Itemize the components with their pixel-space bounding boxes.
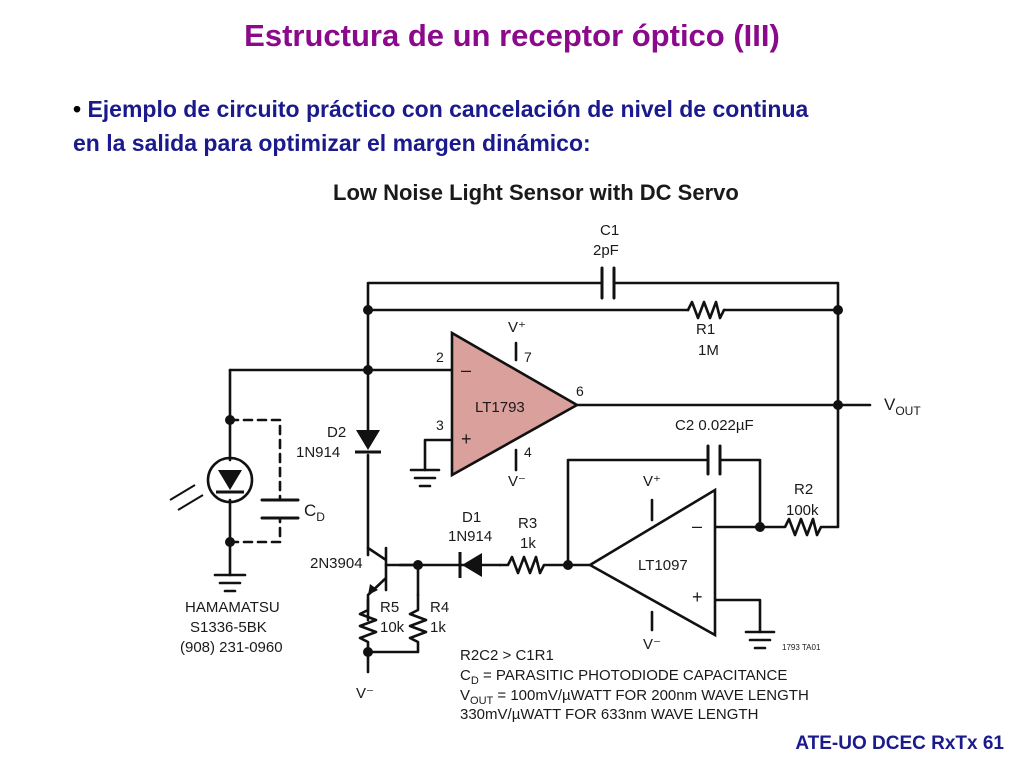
c1-value: 2pF: [593, 242, 619, 259]
r3-name: R3: [518, 515, 537, 532]
bullet-line-1: Ejemplo de circuito práctico con cancela…: [87, 96, 809, 122]
r3-value: 1k: [520, 535, 536, 552]
vout-label: VOUT: [884, 395, 921, 418]
schematic-svg: Low Noise Light Sensor with DC Servo C1 …: [165, 172, 945, 728]
wire-u2-feedback: [566, 458, 710, 567]
r5-resistor: [358, 598, 378, 654]
cd-dashed-capacitor: [228, 418, 282, 544]
bullet-text: • Ejemplo de circuito práctico con cance…: [73, 92, 1003, 160]
d2-name: D2: [327, 424, 346, 441]
ground-u2: [744, 630, 776, 650]
q1-name: 2N3904: [310, 555, 363, 572]
ground-u1: [409, 468, 441, 488]
r1-name: R1: [696, 321, 715, 338]
u1-name: LT1793: [475, 399, 525, 416]
u1-vpos: V⁺: [508, 319, 526, 336]
c1-name: C1: [600, 222, 619, 239]
r1-value: 1M: [698, 342, 719, 359]
wire-pin3: [423, 438, 454, 472]
d1-name: D1: [462, 509, 481, 526]
u2-vneg: V⁻: [643, 636, 661, 653]
vneg-bottom: V⁻: [356, 685, 374, 702]
photodiode-maker: HAMAMATSU: [185, 599, 280, 616]
c2-label: C2 0.022µF: [675, 417, 754, 434]
u1-minus: –: [461, 360, 471, 380]
d1-diode: [462, 553, 482, 577]
bullet-line-2: en la salida para optimizar el margen di…: [73, 130, 591, 156]
r2-value: 100k: [786, 502, 819, 519]
u1-vneg: V⁻: [508, 473, 526, 490]
r4-name: R4: [430, 599, 449, 616]
lt1097-opamp: [587, 487, 717, 638]
r5-value: 10k: [380, 619, 405, 636]
u2-name: LT1097: [638, 557, 688, 574]
cd-label: CD: [304, 501, 325, 524]
slide-title: Estructura de un receptor óptico (III): [244, 18, 780, 53]
photodiode-part: S1336-5BK: [190, 619, 267, 636]
slide-footer: ATE-UO DCEC RxTx 61: [795, 733, 1004, 754]
note-line-1: R2C2 > C1R1: [460, 647, 554, 664]
wire-u2-plus: [713, 598, 762, 634]
d2-value: 1N914: [296, 444, 340, 461]
photodiode-phone: (908) 231-0960: [180, 639, 283, 656]
bullet-marker: •: [73, 96, 82, 122]
u1-pin7: 7: [524, 349, 532, 365]
light-arrows-icon: [169, 484, 204, 511]
r4-resistor: [366, 593, 428, 654]
note-line-3: VOUT = 100mV/µWATT FOR 200nm WAVE LENGTH: [460, 687, 809, 707]
junction-dots: [225, 305, 843, 657]
r2-resistor: [758, 403, 840, 537]
r4-value: 1k: [430, 619, 446, 636]
wire-feedback-top: [366, 281, 604, 372]
ground-photodiode: [213, 573, 247, 593]
figure-code: 1793 TA01: [782, 643, 821, 652]
u1-plus: +: [461, 429, 472, 449]
r3-resistor: [498, 555, 592, 575]
lt1793-opamp: [450, 330, 580, 478]
u2-minus: –: [692, 516, 702, 536]
d2-diode: [356, 430, 380, 450]
note-line-4: 330mV/µWATT FOR 633nm WAVE LENGTH: [460, 706, 758, 723]
circuit-schematic: Low Noise Light Sensor with DC Servo C1 …: [165, 172, 945, 728]
r5-name: R5: [380, 599, 399, 616]
d1-value: 1N914: [448, 528, 492, 545]
note-line-2: CD = PARASITIC PHOTODIODE CAPACITANCE: [460, 667, 787, 687]
u1-pin4: 4: [524, 444, 532, 460]
u2-vpos: V⁺: [643, 473, 661, 490]
u2-plus: +: [692, 587, 703, 607]
r2-name: R2: [794, 481, 813, 498]
u1-pin6: 6: [576, 383, 584, 399]
u1-pin2: 2: [436, 349, 444, 365]
c1-capacitor: [600, 266, 616, 300]
photodiode: [206, 456, 254, 504]
r1-resistor: [686, 300, 726, 320]
schematic-heading: Low Noise Light Sensor with DC Servo: [333, 180, 739, 205]
u1-pin3: 3: [436, 417, 444, 433]
c2-capacitor: [706, 444, 722, 476]
